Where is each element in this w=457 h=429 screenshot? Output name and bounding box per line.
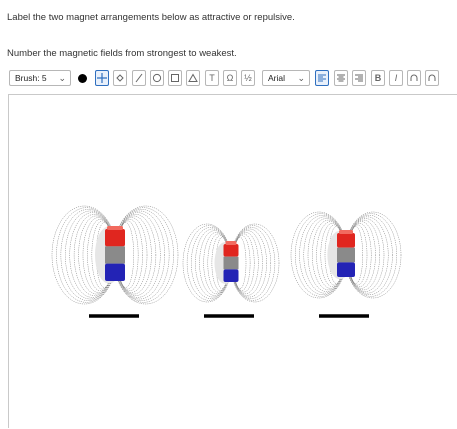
bold-icon: B: [374, 73, 382, 83]
font-select-label: Arial: [268, 73, 286, 83]
magnet-field-2-line-right: [230, 223, 280, 303]
magnet-north-pole: [105, 229, 125, 247]
bold-button[interactable]: B: [371, 70, 385, 86]
magnet-field-3-line-left: [307, 218, 346, 292]
triangle-tool-button[interactable]: [186, 70, 200, 86]
italic-icon: I: [394, 73, 398, 83]
drawing-canvas[interactable]: [8, 94, 457, 428]
fraction-icon: ½: [244, 73, 252, 83]
align-left-icon: [318, 74, 326, 82]
align-left-button[interactable]: [315, 70, 329, 86]
font-select[interactable]: Arial ⌄: [262, 70, 310, 86]
magnet-field-2-line-right: [231, 228, 267, 298]
align-right-icon: [355, 74, 363, 82]
question-text-1: Label the two magnet arrangements below …: [7, 12, 295, 23]
redo-button[interactable]: [425, 70, 439, 86]
magnet-field-1-line-right: [115, 215, 152, 295]
magnet-top-cap: [225, 241, 237, 245]
magnet-field-1-line-right: [115, 214, 157, 296]
magnet-middle: [337, 247, 355, 263]
magnet-field-1-line-right: [112, 205, 179, 305]
move-tool-button[interactable]: [95, 70, 109, 86]
brush-size-select[interactable]: Brush: 5 ⌄: [9, 70, 71, 86]
magnet-south-pole: [105, 263, 125, 281]
magnet-field-3-line-right: [345, 214, 393, 296]
brush-color-swatch[interactable]: [78, 74, 87, 83]
text-icon: T: [209, 73, 215, 83]
circle-tool-button[interactable]: [150, 70, 164, 86]
redo-icon: [428, 74, 436, 81]
rectangle-icon: [171, 74, 179, 82]
align-center-button[interactable]: [334, 70, 348, 86]
align-right-button[interactable]: [352, 70, 366, 86]
circle-icon: [152, 73, 162, 83]
magnet-field-2-line-right: [233, 236, 247, 290]
fill-bucket-icon: [116, 74, 124, 82]
magnet-south-pole: [337, 262, 355, 277]
magnet-field-1-line-right: [116, 218, 143, 292]
magnet-field-2-line-right: [232, 230, 263, 296]
magnet-field-3-line-right: [347, 223, 372, 287]
brush-size-label: Brush: 5: [15, 73, 47, 83]
magnet-field-2-line-right: [230, 225, 276, 301]
move-icon: [97, 73, 107, 83]
line-icon: [135, 73, 143, 83]
magnet-field-2-line-right: [232, 233, 255, 293]
text-tool-button[interactable]: T: [205, 70, 219, 86]
magnet-north-pole: [337, 233, 355, 248]
magnet-north-pole: [223, 244, 239, 257]
question-text-2: Number the magnetic fields from stronges…: [7, 48, 237, 59]
magnet-top-cap: [339, 230, 353, 234]
align-center-icon: [337, 74, 345, 82]
chevron-down-icon: ⌄: [297, 73, 305, 83]
omega-icon: Ω: [226, 73, 234, 83]
italic-button[interactable]: I: [389, 70, 403, 86]
magnet-field-1-line-right: [113, 207, 174, 303]
magnet-field-figure: [51, 205, 402, 318]
fill-tool-button[interactable]: [113, 70, 127, 86]
undo-icon: [410, 74, 418, 81]
chevron-down-icon: ⌄: [58, 73, 66, 83]
undo-button[interactable]: [407, 70, 421, 86]
magnet-top-cap: [107, 226, 123, 230]
magnet-middle: [105, 246, 125, 264]
omega-tool-button[interactable]: Ω: [223, 70, 237, 86]
magnet-field-3-line-right: [348, 226, 363, 284]
line-tool-button[interactable]: [132, 70, 146, 86]
magnet-field-1-line-right: [117, 222, 134, 288]
triangle-icon: [188, 73, 198, 82]
fraction-tool-button[interactable]: ½: [241, 70, 255, 86]
magnet-south-pole: [223, 269, 239, 282]
magnet-field-3-line-right: [346, 219, 381, 291]
rectangle-tool-button[interactable]: [168, 70, 182, 86]
magnet-middle: [223, 256, 239, 270]
